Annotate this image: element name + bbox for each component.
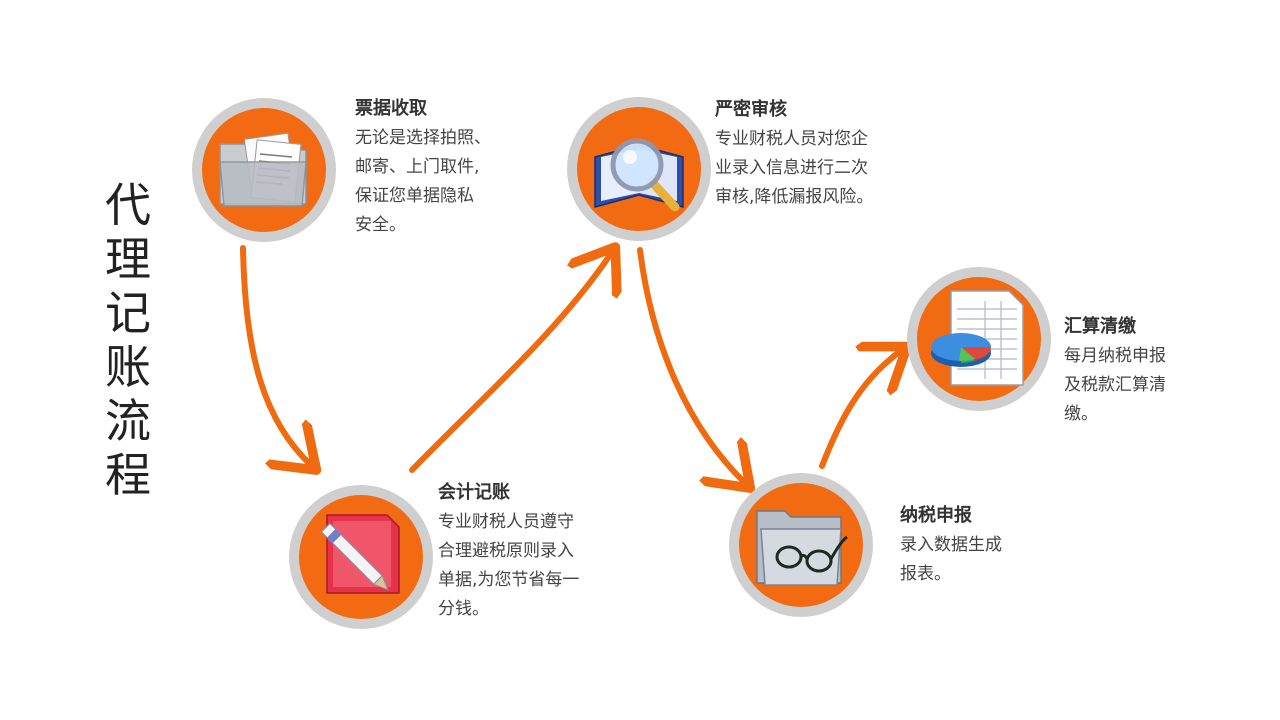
arrow-step3-to-step4 (637, 247, 746, 484)
title-char: 记 (105, 286, 151, 340)
step-bookkeeping-node (287, 483, 435, 631)
step-title: 票据收取 (355, 98, 427, 119)
step-bookkeeping-text: 会计记账 专业财税人员遵守 合理避税原则录入 单据,为您节省每一 分钱。 (438, 480, 579, 624)
step-description: 专业财税人员遵守 合理避税原则录入 单据,为您节省每一 分钱。 (438, 512, 580, 619)
step-description: 录入数据生成 报表。 (900, 535, 1002, 584)
title-char: 理 (105, 232, 151, 286)
step-tax-filing-text: 纳税申报 录入数据生成 报表。 (900, 503, 1002, 589)
pie-chart-document-icon (907, 267, 1051, 411)
step-annual-settlement-node (905, 265, 1053, 413)
pen-document-icon (289, 485, 433, 629)
arrow-step4-to-step5 (819, 350, 902, 469)
diagram-title: 代 理 记 账 流 程 (98, 178, 158, 502)
step-title: 严密审核 (715, 99, 787, 120)
step-title: 纳税申报 (900, 505, 972, 526)
arrow-step2-to-step3 (409, 252, 612, 473)
folder-glasses-icon (729, 473, 873, 617)
step-strict-review-node (565, 95, 713, 243)
title-char: 代 (105, 178, 151, 232)
step-title: 汇算清缴 (1064, 316, 1136, 337)
arrow-step1-to-step2 (240, 245, 312, 466)
step-receipt-collection-node (190, 96, 338, 244)
step-title: 会计记账 (438, 482, 510, 503)
folder-documents-icon (192, 98, 336, 242)
magnifier-book-icon (567, 97, 711, 241)
title-char: 账 (105, 340, 151, 394)
title-char: 程 (105, 448, 151, 502)
step-receipt-collection-text: 票据收取 无论是选择拍照、 邮寄、上门取件, 保证您单据隐私 安全。 (355, 96, 491, 240)
step-annual-settlement-text: 汇算清缴 每月纳税申报 及税款汇算清 缴。 (1064, 314, 1166, 429)
step-description: 专业财税人员对您企 业录入信息进行二次 审核,降低漏报风险。 (715, 129, 874, 207)
step-description: 每月纳税申报 及税款汇算清 缴。 (1064, 346, 1166, 424)
step-description: 无论是选择拍照、 邮寄、上门取件, 保证您单据隐私 安全。 (355, 128, 491, 235)
title-char: 流 (105, 394, 151, 448)
step-strict-review-text: 严密审核 专业财税人员对您企 业录入信息进行二次 审核,降低漏报风险。 (715, 97, 873, 212)
step-tax-filing-node (727, 471, 875, 619)
